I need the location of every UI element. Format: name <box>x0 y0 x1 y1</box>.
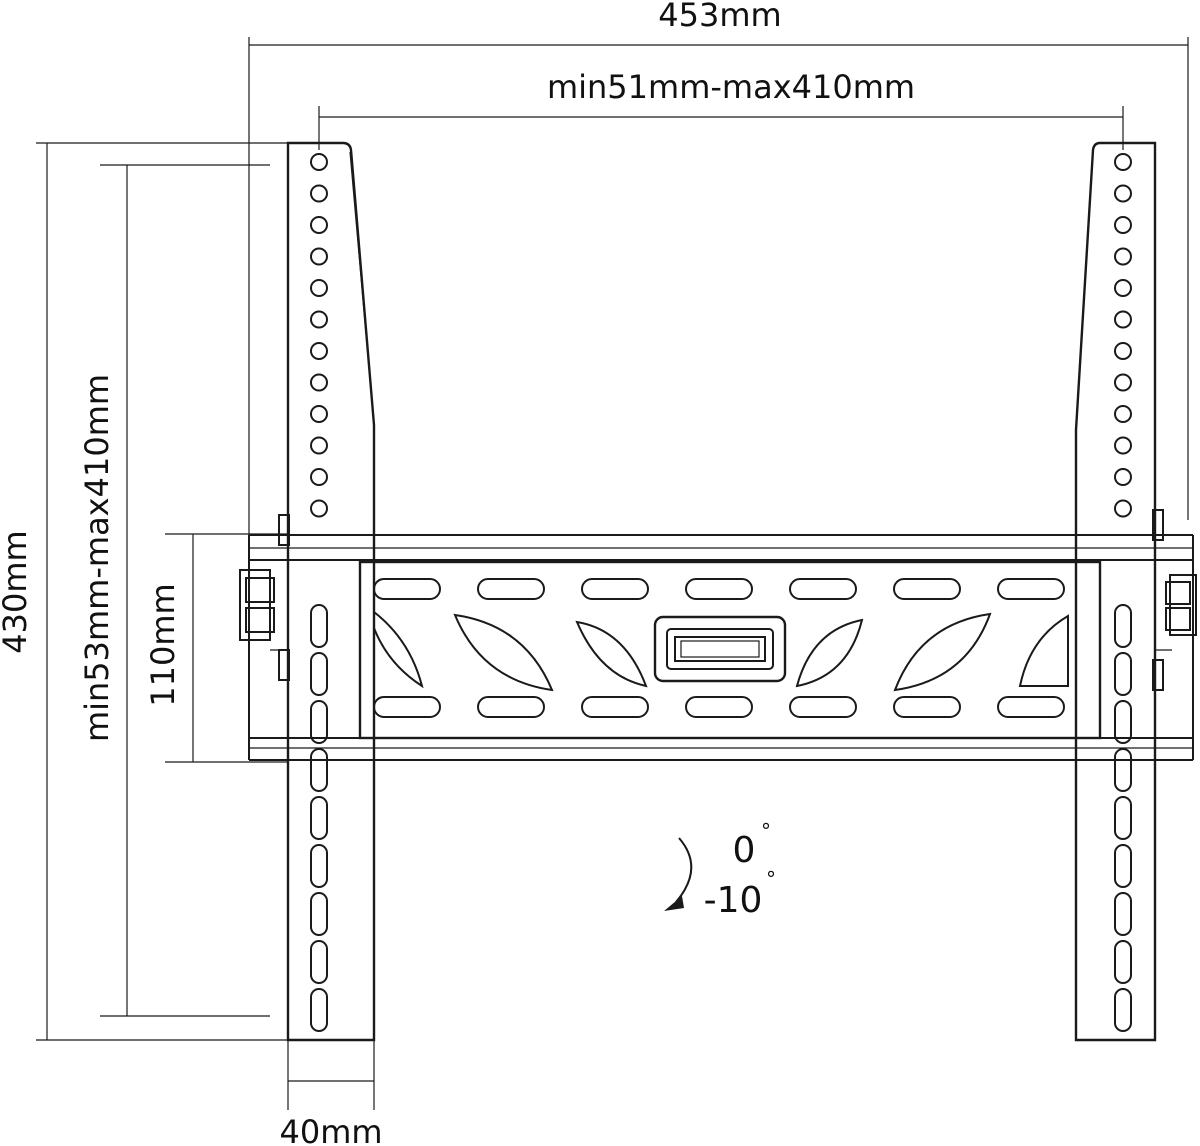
wall-plate-slots-top <box>373 578 1065 600</box>
round-hole <box>1114 153 1132 171</box>
slot-hole <box>310 988 328 1032</box>
round-hole <box>1114 184 1132 203</box>
slot-hole <box>1114 940 1132 984</box>
round-hole <box>310 184 328 203</box>
slot-hole <box>310 700 328 744</box>
wall-plate-leaf-cutouts <box>373 609 1069 692</box>
plate-slot <box>581 696 649 718</box>
label-tilt-min: -10 <box>704 880 763 921</box>
right-latch <box>1155 559 1197 651</box>
slot-hole <box>1114 844 1132 888</box>
round-hole <box>1114 342 1132 360</box>
plate-slot <box>893 696 961 718</box>
plate-slot <box>685 696 753 718</box>
slot-hole <box>1114 892 1132 936</box>
round-hole <box>1114 468 1132 486</box>
slot-hole <box>1114 700 1132 744</box>
leaf-cutout <box>575 620 648 688</box>
slot-hole <box>310 652 328 696</box>
right-bracket-arm <box>1074 141 1164 1042</box>
left-latch <box>239 559 290 651</box>
plate-slot <box>373 578 441 600</box>
right-arm-round-holes <box>1114 153 1132 518</box>
plate-slot <box>789 578 857 600</box>
label-vertical-hole-spacing: min53mm-max410mm <box>78 374 116 742</box>
round-hole <box>310 405 328 423</box>
round-hole <box>310 216 328 234</box>
label-depth: 40mm <box>279 1113 382 1146</box>
round-hole <box>1114 216 1132 234</box>
plate-slot <box>477 578 545 600</box>
leaf-cutout <box>893 612 992 692</box>
leaf-cutout <box>373 609 424 689</box>
plate-slot <box>997 578 1065 600</box>
round-hole <box>1114 373 1132 392</box>
center-lock <box>653 615 787 683</box>
slot-hole <box>310 604 328 648</box>
left-arm-slot-holes <box>310 604 328 1032</box>
label-overall-width: 453mm <box>658 0 781 34</box>
tilt-min-degree: ° <box>766 867 776 891</box>
slot-hole <box>310 892 328 936</box>
round-hole <box>1114 436 1132 455</box>
plate-slot <box>373 696 441 718</box>
round-hole <box>1114 405 1132 423</box>
slot-hole <box>1114 796 1132 840</box>
label-wall-plate-height: 110mm <box>144 583 182 706</box>
leaf-cutout <box>795 618 864 688</box>
round-hole <box>310 499 328 518</box>
label-overall-height: 430mm <box>0 530 34 653</box>
slot-hole <box>310 844 328 888</box>
round-hole <box>1114 310 1132 329</box>
tilt-arrow-icon <box>664 896 684 911</box>
label-tilt-max: 0 <box>733 830 756 871</box>
left-arm-round-holes <box>310 153 328 518</box>
round-hole <box>1114 499 1132 518</box>
plate-slot <box>997 696 1065 718</box>
tilt-max-degree: ° <box>761 819 771 843</box>
label-horizontal-hole-spacing: min51mm-max410mm <box>547 68 915 106</box>
slot-hole <box>310 796 328 840</box>
slot-hole <box>1114 988 1132 1032</box>
plate-slot <box>581 578 649 600</box>
right-arm-slot-holes <box>1114 604 1132 1032</box>
leaf-cutout <box>453 613 554 692</box>
wall-plate-slots-bottom <box>373 696 1065 718</box>
round-hole <box>310 279 328 297</box>
leaf-cutout <box>1018 614 1069 687</box>
plate-slot <box>893 578 961 600</box>
round-hole <box>310 436 328 455</box>
dimension-lines <box>36 37 1189 1110</box>
plate-slot <box>685 578 753 600</box>
slot-hole <box>310 940 328 984</box>
left-bracket-arm <box>278 141 376 1042</box>
round-hole <box>1114 247 1132 266</box>
wall-plate <box>248 534 1194 761</box>
slot-hole <box>1114 652 1132 696</box>
slot-hole <box>1114 604 1132 648</box>
round-hole <box>1114 279 1132 297</box>
round-hole <box>310 373 328 392</box>
round-hole <box>310 153 328 171</box>
round-hole <box>310 468 328 486</box>
slot-hole <box>310 748 328 792</box>
tilt-indicator <box>664 837 693 911</box>
plate-slot <box>789 696 857 718</box>
round-hole <box>310 342 328 360</box>
round-hole <box>310 310 328 329</box>
plate-slot <box>477 696 545 718</box>
round-hole <box>310 247 328 266</box>
slot-hole <box>1114 748 1132 792</box>
dimension-labels: 453mm min51mm-max410mm 430mm min53mm-max… <box>0 0 915 1146</box>
